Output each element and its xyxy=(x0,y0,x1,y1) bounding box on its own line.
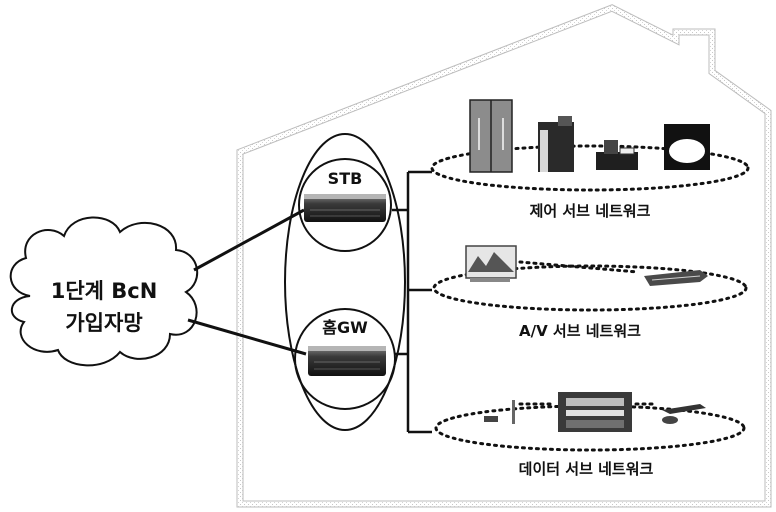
cloud-label-line2: 가입자망 xyxy=(65,311,142,335)
tv-image xyxy=(466,246,516,282)
data-subnetwork: 데이터 서브 네트워크 xyxy=(436,392,744,478)
kitchen-appliance-image xyxy=(596,140,638,170)
av-subnetwork: A/V 서브 네트워크 xyxy=(434,246,746,340)
control-subnetwork: 제어 서브 네트워크 xyxy=(432,100,748,220)
cloud-bcn: 1단계 BcN 가입자망 xyxy=(11,217,198,365)
data-subnetwork-label: 데이터 서브 네트워크 xyxy=(519,460,654,478)
stb-label: STB xyxy=(328,169,363,188)
stb-device-image xyxy=(304,194,386,222)
printer-image xyxy=(558,392,632,432)
av-player-image xyxy=(644,270,708,286)
bus-connector xyxy=(392,172,432,432)
round-device-image xyxy=(664,124,710,170)
cloud-label-line1: 1단계 BcN xyxy=(51,279,158,303)
refrigerator-image xyxy=(470,100,512,172)
purifier-image xyxy=(538,116,574,172)
av-subnetwork-label: A/V 서브 네트워크 xyxy=(519,322,641,340)
home-gw-label: 홈GW xyxy=(322,318,368,337)
control-subnetwork-label: 제어 서브 네트워크 xyxy=(530,202,651,220)
home-gw-device-image xyxy=(308,346,386,376)
mouse-keyboard-image xyxy=(662,404,706,424)
